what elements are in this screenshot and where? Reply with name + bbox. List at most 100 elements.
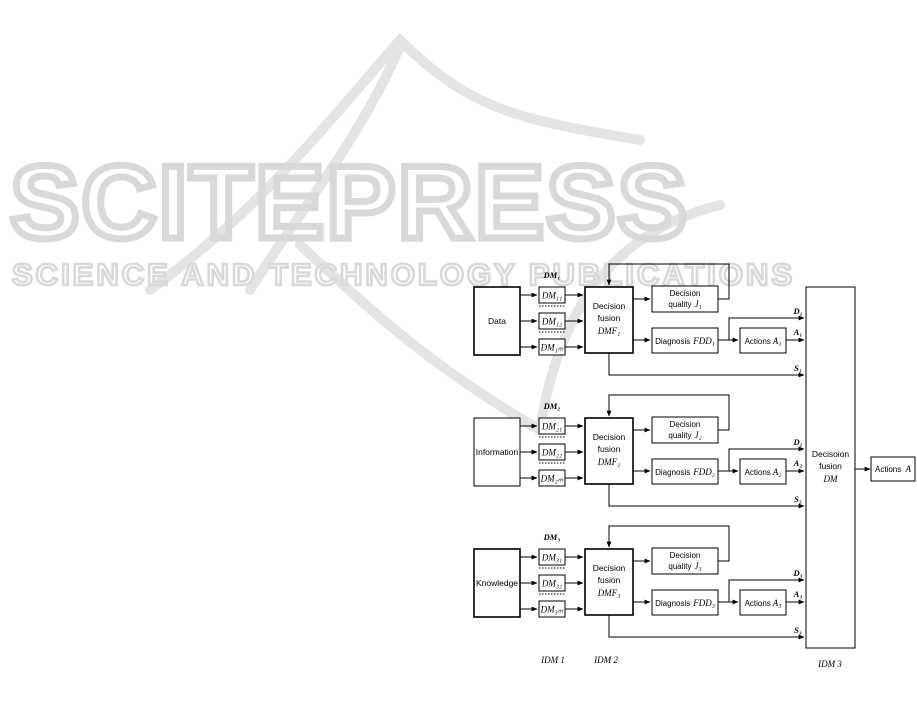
quality-feedback-arrow: [606, 525, 730, 562]
final-actions: Actions A: [870, 456, 916, 482]
quality-line1: Decision: [670, 420, 701, 429]
quality-box: [651, 416, 719, 444]
actions-id: A₃: [772, 598, 782, 608]
diagnosis-label: Diagnosis: [655, 599, 690, 608]
quality-id: J₂: [695, 430, 702, 440]
quality-box: [651, 285, 719, 313]
final-actions-label: Actions A: [875, 464, 911, 474]
source-label: Knowledge: [476, 578, 518, 588]
quality-id: J₃: [695, 561, 702, 571]
dm-label: DM₁₁: [541, 291, 562, 301]
s-output-arrow: [608, 353, 805, 378]
level-label-idm1: IDM 1: [540, 655, 565, 665]
d-output-label: D₃: [792, 568, 802, 578]
dm-label: DM₁₂: [541, 317, 562, 327]
source-label: Data: [488, 316, 506, 326]
level-label-idm2: IDM 2: [593, 655, 618, 665]
dm-label: DM₃₂: [541, 579, 562, 589]
actions-label: Actions: [745, 468, 771, 477]
quality-line2: quality: [668, 562, 691, 571]
d-output-arrow: [728, 446, 805, 471]
fusion-line2: fusion: [598, 575, 621, 585]
fusion-line2: fusion: [598, 444, 621, 454]
dm-label: DM₃₁: [541, 553, 562, 563]
dm-label: DM₂₂: [541, 448, 562, 458]
final-actions-box: [870, 456, 916, 482]
dm-head-label: DM₃: [543, 532, 561, 542]
fusion-box: [584, 548, 634, 616]
a-output-label: A₃: [793, 589, 803, 599]
a-output-label: A₁: [793, 327, 803, 337]
d-output-label: D₁: [792, 306, 802, 316]
quality-line1: Decision: [670, 289, 701, 298]
fusion-box: [584, 286, 634, 354]
dm-label: DM₁ₘ: [540, 343, 564, 353]
a-output-label: A₂: [793, 458, 803, 468]
source-box: [473, 417, 521, 487]
diagnosis-label: Diagnosis: [655, 468, 690, 477]
level-label-idm3: IDM 3: [817, 659, 842, 669]
final-fusion-line2: fusion: [819, 461, 842, 471]
actions-label: Actions: [745, 599, 771, 608]
quality-line2-group: quality J₂: [668, 430, 701, 440]
fusion-line1: Decision: [593, 563, 626, 573]
diagnosis-box: [651, 458, 719, 485]
fusion-id: DMF₁: [597, 326, 621, 336]
source-box: [473, 548, 521, 618]
actions-label: Actions: [745, 337, 771, 346]
actions-id: A₁: [772, 336, 782, 346]
decision-rows: DataDM₁DM₁₁DM₁₂DM₁ₘDecisionfusionDMF₁Dec…: [473, 263, 805, 640]
publisher-watermark: SCITEPRESS SCIENCE AND TECHNOLOGY PUBLIC…: [7, 32, 793, 435]
final-fusion-line1: Decisoion: [812, 449, 850, 459]
d-output-arrow: [728, 315, 805, 340]
final-decision-fusion: Decisoion fusion DM: [805, 286, 856, 649]
dm-label: DM₂ₘ: [540, 474, 564, 484]
diagnosis-box: [651, 327, 719, 354]
fusion-line1: Decision: [593, 301, 626, 311]
diagnosis-label: Diagnosis: [655, 337, 690, 346]
decision-row-3: Knowledge DM₃ DM₃₁ DM₃₂ DM₃ₘ Decision fusionDM…: [473, 525, 805, 640]
diagnosis-id: FDD₂: [692, 467, 715, 477]
actions-box: [739, 458, 787, 485]
fusion-id: DMF₃: [597, 588, 621, 598]
s-output-label: S₃: [794, 625, 802, 635]
dm-label: DM₃ₘ: [540, 605, 564, 615]
dm-head-label: DM₂: [543, 401, 561, 411]
final-fusion-box: [805, 286, 856, 649]
d-output-label: D₂: [792, 437, 802, 447]
quality-line1: Decision: [670, 551, 701, 560]
final-actions-id: A: [904, 464, 911, 474]
watermark-line1: SCITEPRESS: [10, 145, 689, 261]
dm-label: DM₂₁: [541, 422, 562, 432]
source-box: [473, 286, 521, 356]
watermark-book-shape: [145, 32, 725, 435]
fusion-box: [584, 417, 634, 485]
quality-line2: quality: [668, 300, 691, 309]
source-label: Information: [476, 447, 519, 457]
s-output-label: S₂: [794, 494, 802, 504]
fusion-id: DMF₂: [597, 457, 621, 467]
diagnosis-box: [651, 589, 719, 616]
diagnosis-id: FDD₁: [692, 336, 715, 346]
s-output-arrow: [608, 615, 805, 640]
quality-line2: quality: [668, 431, 691, 440]
d-output-arrow: [728, 577, 805, 602]
quality-feedback-arrow: [606, 394, 730, 431]
fusion-line2: fusion: [598, 313, 621, 323]
dm-head-label: DM₁: [543, 270, 561, 280]
diagnosis-id: FDD₃: [692, 598, 715, 608]
quality-box: [651, 547, 719, 575]
final-fusion-id: DM: [823, 474, 838, 484]
quality-feedback-arrow: [606, 263, 730, 300]
actions-id: A₂: [772, 467, 782, 477]
quality-line2-group: quality J₃: [668, 561, 701, 571]
